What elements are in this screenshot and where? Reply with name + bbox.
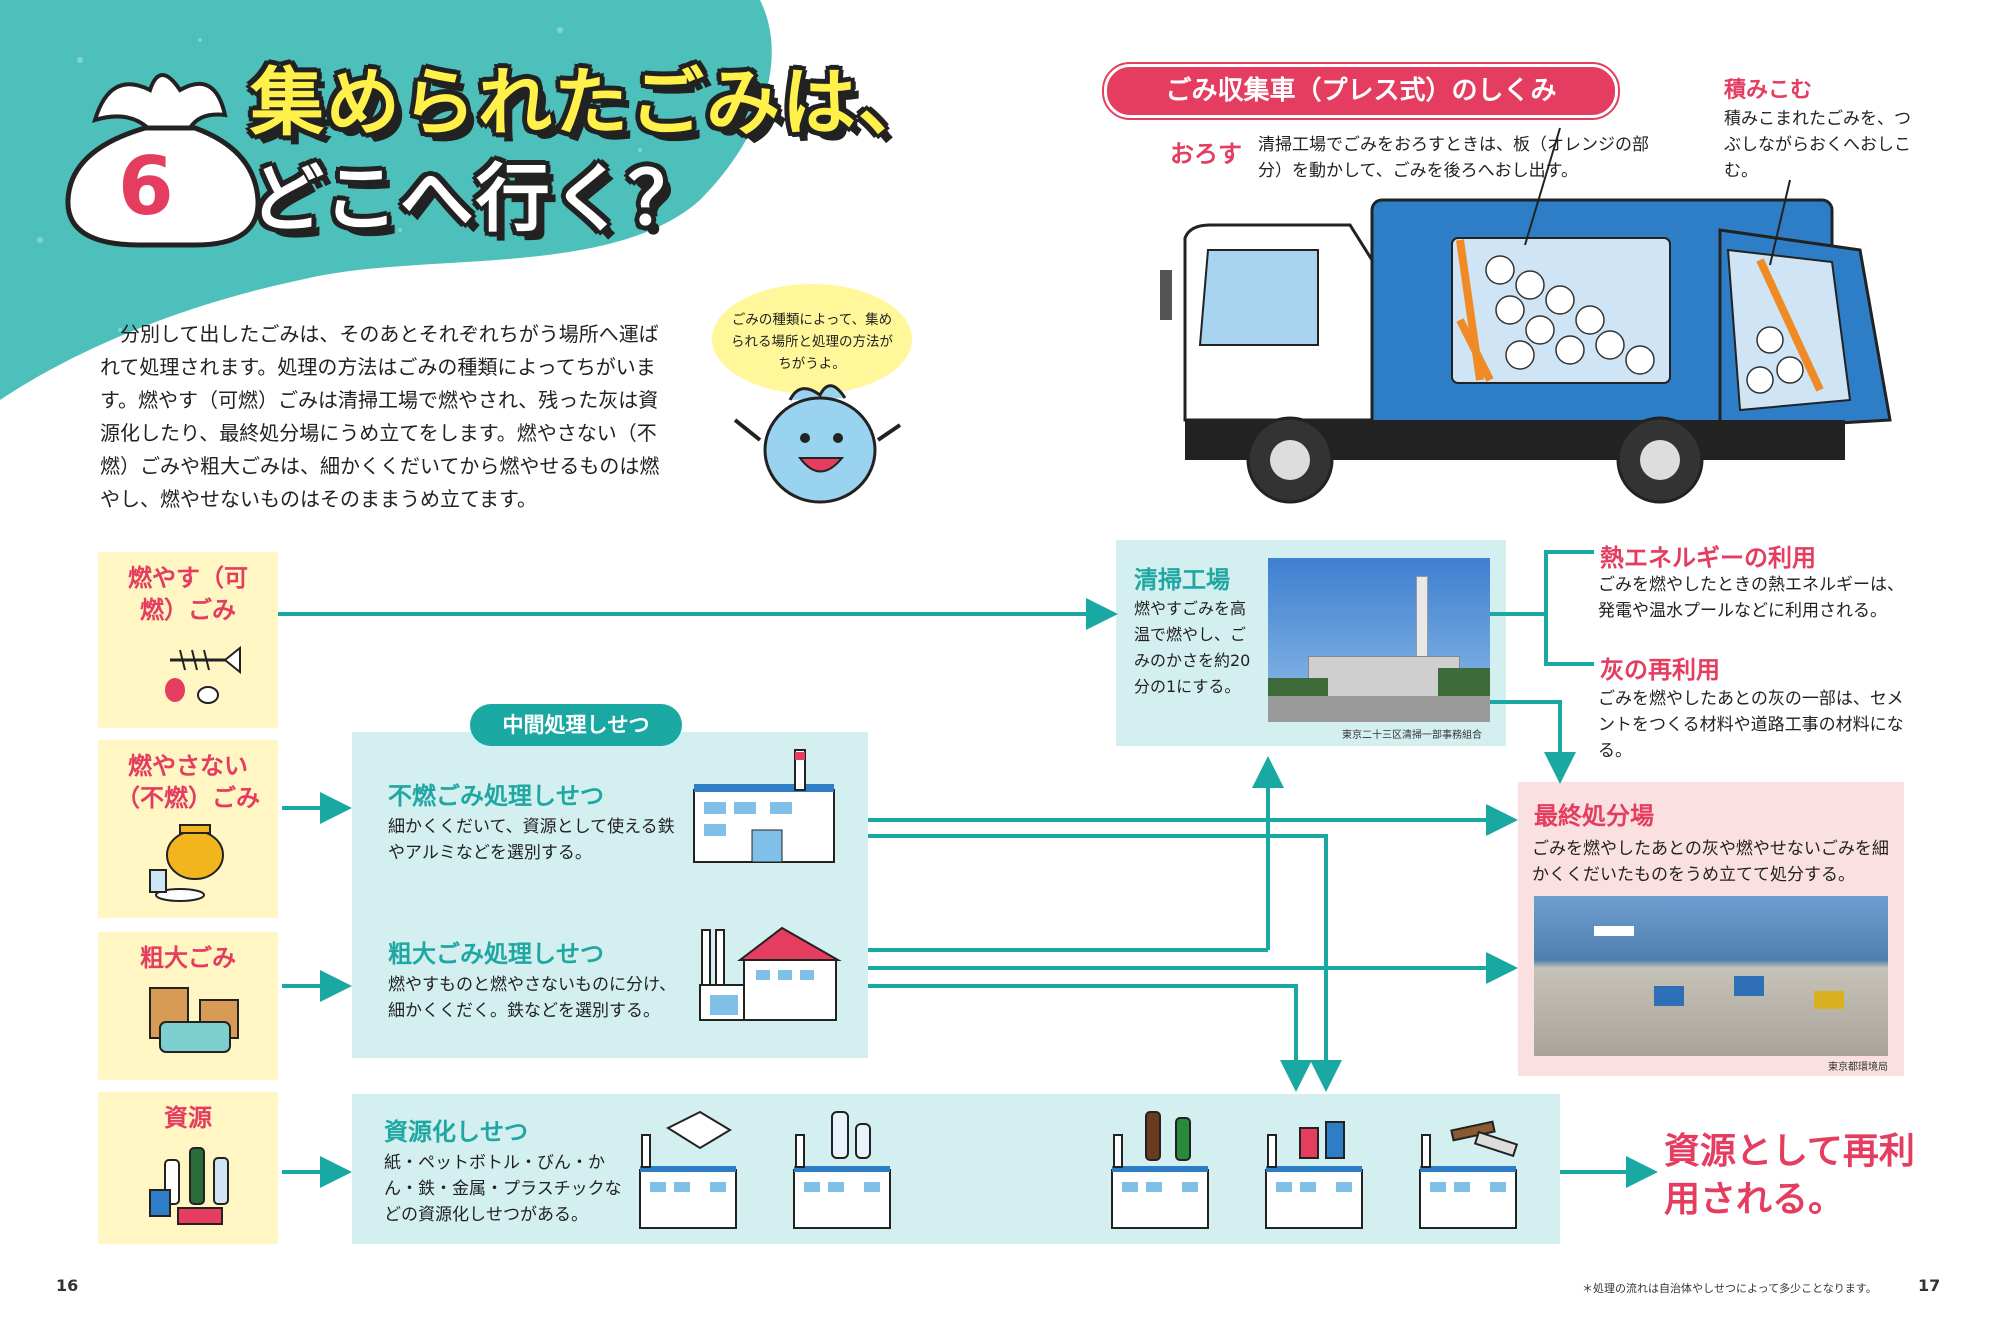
cleaning-plant-photo [1268,558,1490,722]
garbage-bag-icon [65,73,261,248]
category-resource-label: 資源 [164,1104,212,1132]
page-number-left: 16 [56,1276,79,1295]
title-line-1: 集められたごみは、 [250,60,934,146]
intro-paragraph: 分別して出したごみは、そのあとそれぞれちがう場所へ運ばれて処理されます。処理の方… [100,322,660,511]
furniture-icon [149,987,239,1053]
landfill-title: 最終処分場 [1534,802,1654,830]
cleaning-plant-text: 燃やすごみを高温で燃やし、ごみのかさを約20分の1にする。 [1134,599,1251,696]
category-burnable-label: 燃やす（可燃）ごみ [128,564,248,624]
bubble-text: ごみの種類によって、集められる場所と処理の方法がちがうよ。 [731,312,893,372]
tsumikomu-text: 積みこまれたごみを、つぶしながらおくへおしこむ。 [1724,109,1911,181]
category-nonburnable-label: 燃やさない（不燃）ごみ [116,752,260,812]
bulky-facility-icon [699,926,842,1021]
page-title: 集められたごみは、 どこへ行く？ [250,55,934,247]
fish-bone-icon [165,645,241,704]
category-burnable: 燃やす（可燃）ごみ [98,552,278,728]
recycling-result-text: 資源として再利用される。 [1664,1131,1915,1220]
glass-bottle-recycling-icon [1111,1111,1209,1229]
paper-recycling-icon [639,1110,737,1229]
footer-note: ＊処理の流れは自治体やしせつによって多少ことなります。 [1582,1282,1877,1295]
page-number-right: 17 [1918,1276,1941,1295]
can-recycling-icon [1265,1121,1363,1229]
nonburn-facility-text: 細かくくだいて、資源として使える鉄やアルミなどを選別する。 [388,817,675,863]
nonburn-facility-title: 不燃ごみ処理しせつ [388,782,604,810]
bulky-facility-title: 粗大ごみ処理しせつ [388,940,604,968]
cleaning-plant-photo-credit: 東京二十三区清掃一部事務組合 [1342,730,1482,741]
recycling-facility-text: 紙・ペットボトル・びん・かん・鉄・金属・プラスチックなどの資源化しせつがある。 [384,1153,622,1225]
title-line-2: どこへ行く？ [250,156,704,242]
intermediate-facility-pill: 中間処理しせつ [470,704,682,746]
section-number: 6 [118,140,174,233]
landfill-photo-credit: 東京都環境局 [1828,1062,1888,1073]
orosu-text: 清掃工場でごみをおろすときは、板（オレンジの部分）を動かして、ごみを後ろへおし出… [1258,135,1649,181]
category-bulky-label: 粗大ごみ [140,944,236,972]
ash-reuse-title: 灰の再利用 [1600,656,1720,684]
nonburn-facility-icon [693,749,835,863]
kettle-icon [149,824,224,902]
truck-section-title: ごみ収集車（プレス式）のしくみ [1102,62,1620,120]
ash-reuse-text: ごみを燃やしたあとの灰の一部は、セメントをつくる材料や道路工事の材料になる。 [1598,689,1904,761]
recycling-facility-title: 資源化しせつ [384,1118,528,1146]
landfill-photo [1534,896,1888,1056]
tsumikomu-label: 積みこむ [1724,78,1813,103]
heat-energy-title: 熱エネルギーの利用 [1600,544,1816,572]
speech-bubble: ごみの種類によって、集められる場所と処理の方法がちがうよ。 [712,284,912,394]
heat-energy-text: ごみを燃やしたときの熱エネルギーは、発電や温水プールなどに利用される。 [1598,575,1904,621]
bottles-cans-icon [149,1147,229,1225]
bulky-facility-text: 燃やすものと燃やさないものに分け、細かくくだく。鉄などを選別する。 [388,975,677,1021]
orosu-label: おろす [1170,140,1242,168]
pet-bottle-recycling-icon [793,1111,891,1229]
landfill-text: ごみを燃やしたあとの灰や燃やせないごみを細かくくだいたものをうめ立てて処分する。 [1532,839,1889,885]
cleaning-plant-title: 清掃工場 [1134,566,1230,594]
metal-plastic-recycling-icon [1419,1120,1519,1229]
